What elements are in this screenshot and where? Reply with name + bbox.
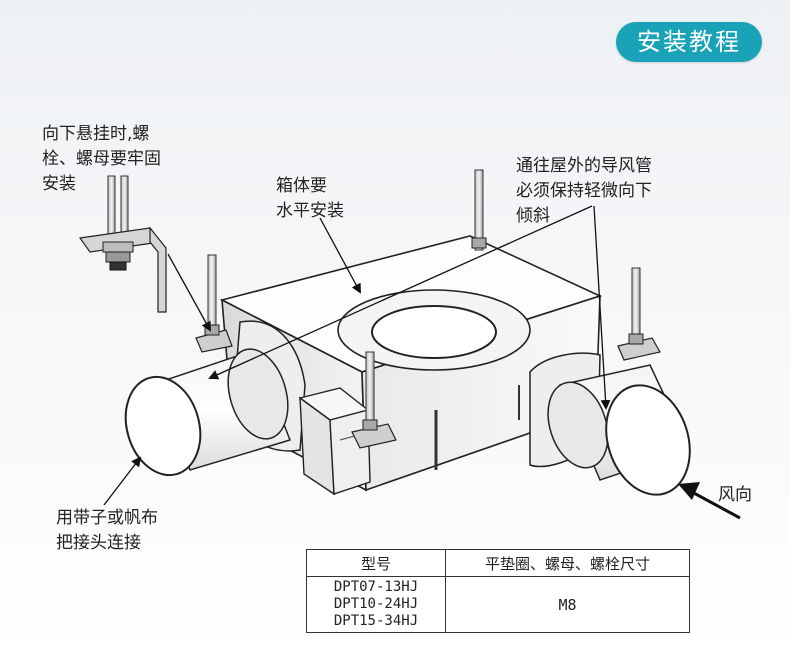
col-header-size: 平垫圈、螺母、螺栓尺寸 xyxy=(445,549,690,577)
duct-slope-label: 通往屋外的导风管 必须保持轻微向下 倾斜 xyxy=(516,156,652,226)
hardware-size: M8 xyxy=(445,576,690,633)
model-item: DPT15-34HJ xyxy=(333,613,419,629)
right-duct xyxy=(529,352,692,496)
model-list: DPT07-13HJ DPT10-24HJ DPT15-34HJ xyxy=(306,576,446,633)
model-item: DPT10-24HJ xyxy=(333,596,419,612)
nut-front xyxy=(362,419,378,431)
wind-arrow xyxy=(678,482,741,520)
col-header-model: 型号 xyxy=(306,549,446,577)
rod-back xyxy=(474,169,484,251)
hanging-rods xyxy=(195,169,661,449)
wind-direction-label: 风向 xyxy=(718,485,752,505)
tape-note-label: 用带子或帆布 把接头连接 xyxy=(56,508,158,553)
page-title: 安装教程 xyxy=(616,22,762,62)
left-duct-joint xyxy=(227,348,289,440)
nut-back xyxy=(471,237,487,249)
hanging-note-label: 向下悬挂时,螺 栓、螺母要牢固 安装 xyxy=(42,124,161,194)
bolt-detail xyxy=(78,175,167,313)
spec-table: 型号 平垫圈、螺母、螺栓尺寸 DPT07-13HJ DPT10-24HJ DPT… xyxy=(306,549,690,633)
right-duct-end xyxy=(605,384,691,496)
model-item: DPT07-13HJ xyxy=(333,579,419,595)
nut-right xyxy=(628,333,644,345)
outlet-opening xyxy=(371,305,497,359)
leader-lines xyxy=(103,205,611,506)
table-header-row: 型号 平垫圈、螺母、螺栓尺寸 xyxy=(306,549,690,577)
right-duct-joint xyxy=(547,381,609,469)
left-duct xyxy=(124,320,306,477)
left-duct-end xyxy=(124,375,202,477)
nut-left xyxy=(204,324,220,336)
table-row: DPT07-13HJ DPT10-24HJ DPT15-34HJ M8 xyxy=(306,576,690,633)
box-level-label: 箱体要 水平安装 xyxy=(276,176,344,221)
